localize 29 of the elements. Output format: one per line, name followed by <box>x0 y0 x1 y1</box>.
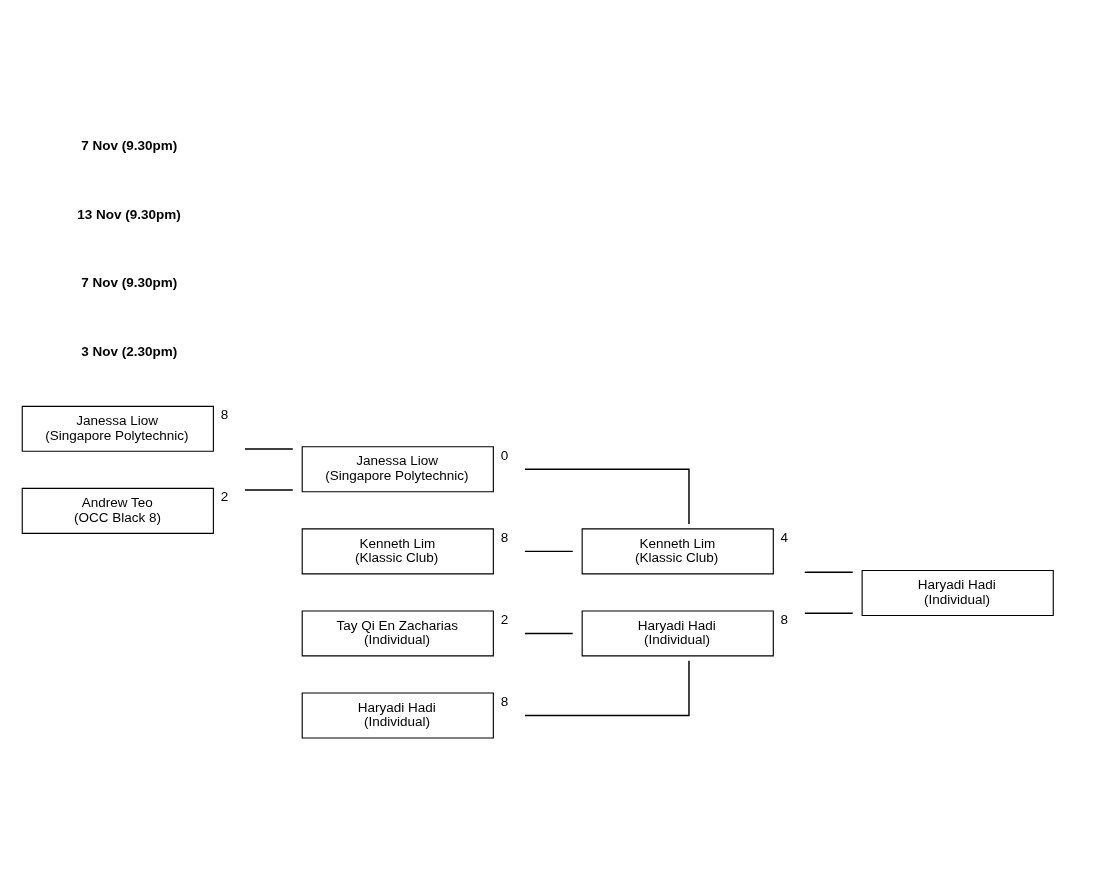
label: 13 Nov (9.30pm) <box>77 206 181 222</box>
node-label: 2 <box>220 489 229 505</box>
label: 7 Nov (9.30pm) <box>81 138 178 154</box>
node-box: Janessa Liow (Singapore Polytechnic) <box>21 405 214 452</box>
connector <box>524 550 574 553</box>
node-label: 8 <box>500 529 509 545</box>
node-box: Tay Qi En Zacharias (Individual) <box>301 610 494 657</box>
node-box: Janessa Liow (Singapore Polytechnic) <box>301 446 494 493</box>
node-box: Kenneth Lim (Klassic Club) <box>581 528 774 575</box>
connector <box>524 468 690 525</box>
node-label: 2 <box>500 612 509 627</box>
node-label: 8 <box>500 694 509 710</box>
connector <box>524 660 690 717</box>
connector <box>244 489 294 491</box>
node-box: Haryadi Hadi (Individual) <box>861 569 1054 616</box>
node-label: 8 <box>220 407 229 423</box>
label: 3 Nov (2.30pm) <box>81 343 178 359</box>
node-label: 0 <box>500 447 509 463</box>
connector <box>804 612 854 614</box>
node-box: Andrew Teo (OCC Black 8) <box>21 487 214 534</box>
connector <box>244 448 294 450</box>
node-box: Haryadi Hadi (Individual) <box>301 692 494 739</box>
node-box: Haryadi Hadi (Individual) <box>581 610 774 657</box>
label: 7 Nov (9.30pm) <box>81 275 178 291</box>
node-label: 8 <box>780 612 789 627</box>
node-box: Kenneth Lim (Klassic Club) <box>301 528 494 575</box>
node-label: 4 <box>780 529 789 545</box>
connector <box>524 632 574 635</box>
connector <box>804 571 854 573</box>
